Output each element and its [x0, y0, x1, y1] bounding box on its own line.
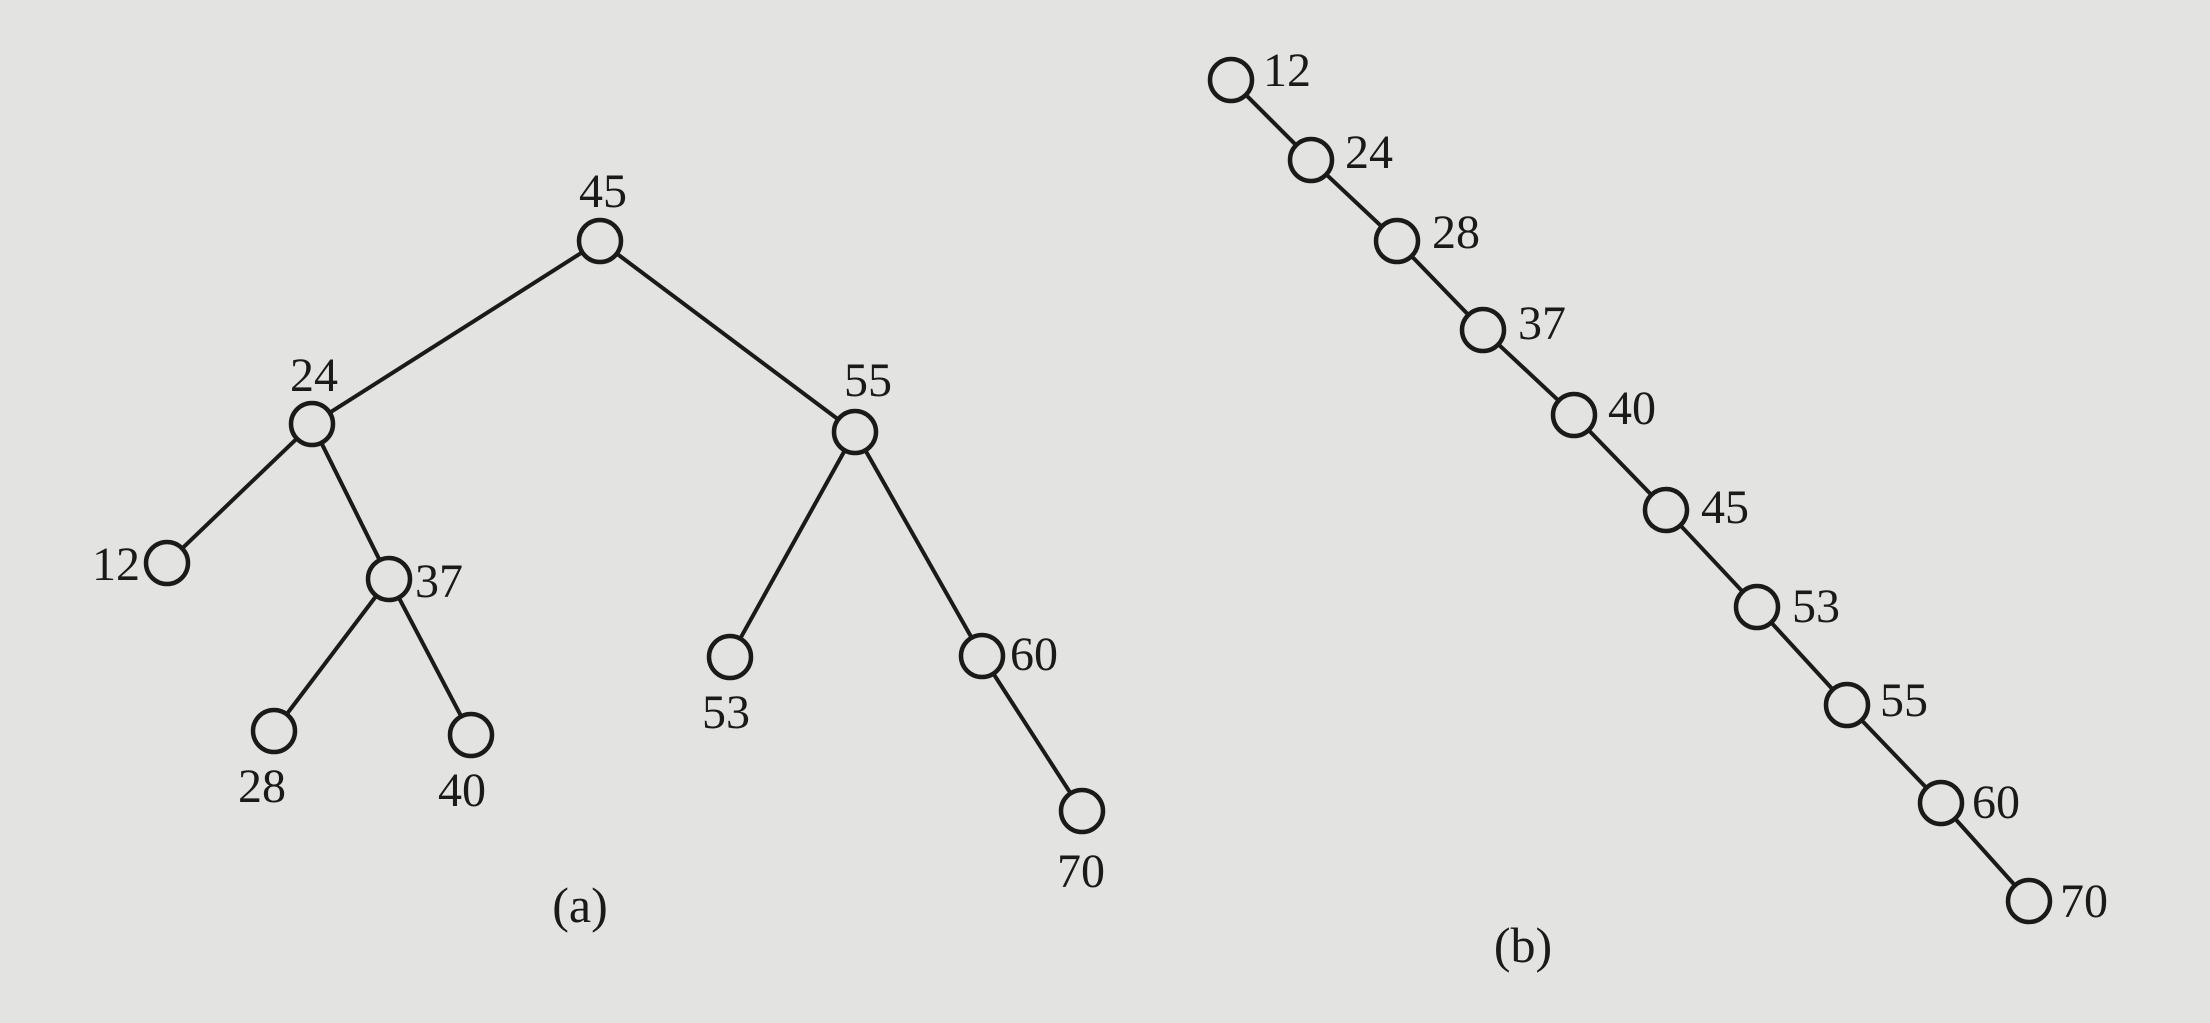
tree-edge-m40-m45 [1587, 428, 1653, 497]
node-label-m70: 70 [2060, 875, 2108, 928]
tree-edge-n37-n28 [285, 594, 378, 716]
tree-node-n24 [288, 400, 336, 448]
node-label-m24: 24 [1345, 126, 1393, 179]
tree-edge-n45-n24 [328, 250, 584, 415]
node-label-n53: 53 [702, 686, 750, 739]
node-label-n37: 37 [415, 555, 463, 608]
tree-node-m45 [1642, 486, 1690, 534]
tree-node-n60 [958, 632, 1006, 680]
tree-edge-n60-n70 [991, 672, 1073, 795]
node-label-n28: 28 [238, 760, 286, 813]
node-label-n24: 24 [290, 349, 338, 402]
node-label-m12: 12 [1263, 44, 1311, 97]
tree-edge-n45-n55 [615, 251, 840, 422]
labels-layer: 45 24 55 12 37 28 40 53 60 70 12 24 28 37 40 45 53 55 60 70 [92, 44, 2108, 928]
tree-edge-m53-m55 [1769, 621, 1835, 691]
tree-edge-m24-m28 [1324, 172, 1384, 229]
tree-node-n53 [706, 633, 754, 681]
tree-edge-m28-m37 [1410, 254, 1470, 317]
tree-node-m37 [1459, 306, 1507, 354]
tree-edge-m37-m40 [1496, 342, 1561, 403]
tree-edge-n24-n12 [180, 437, 299, 550]
caption-a: (a) [552, 877, 608, 933]
tree-node-n12 [143, 539, 191, 587]
node-label-m53: 53 [1792, 580, 1840, 633]
tree-node-n70 [1058, 787, 1106, 835]
nodes-layer [143, 56, 2053, 925]
caption-b: (b) [1494, 917, 1552, 973]
tree-node-m28 [1373, 217, 1421, 265]
tree-node-n45 [576, 217, 624, 265]
tree-node-m40 [1550, 391, 1598, 439]
node-label-n40: 40 [438, 764, 486, 817]
tree-node-m55 [1823, 681, 1871, 729]
tree-node-n37 [365, 555, 413, 603]
tree-node-n28 [250, 707, 298, 755]
tree-edge-m12-m24 [1244, 93, 1298, 147]
node-label-n55: 55 [844, 354, 892, 407]
node-label-m28: 28 [1432, 206, 1480, 259]
tree-node-n55 [831, 408, 879, 456]
node-label-n70: 70 [1057, 845, 1105, 898]
tree-node-n40 [447, 711, 495, 759]
node-label-m40: 40 [1608, 382, 1656, 435]
tree-edge-m45-m53 [1678, 523, 1745, 594]
tree-node-m12 [1207, 56, 1255, 104]
tree-edge-m60-m70 [1953, 817, 2017, 887]
tree-edge-n24-n37 [319, 441, 382, 562]
tree-node-m53 [1733, 583, 1781, 631]
tree-edge-m55-m60 [1860, 718, 1928, 790]
node-label-n12: 12 [92, 538, 140, 591]
tree-node-m60 [1917, 779, 1965, 827]
tree-node-m24 [1287, 136, 1335, 184]
node-label-m45: 45 [1701, 481, 1749, 534]
tree-edge-n55-n53 [738, 449, 847, 640]
node-label-n45: 45 [579, 165, 627, 218]
node-label-m55: 55 [1880, 674, 1928, 727]
tree-edge-n37-n40 [397, 596, 463, 718]
node-label-n60: 60 [1010, 628, 1058, 681]
node-label-m60: 60 [1972, 776, 2020, 829]
node-label-m37: 37 [1518, 297, 1566, 350]
tree-node-m70 [2005, 877, 2053, 925]
edges-layer [180, 93, 2017, 887]
tree-edge-n55-n60 [863, 449, 974, 639]
